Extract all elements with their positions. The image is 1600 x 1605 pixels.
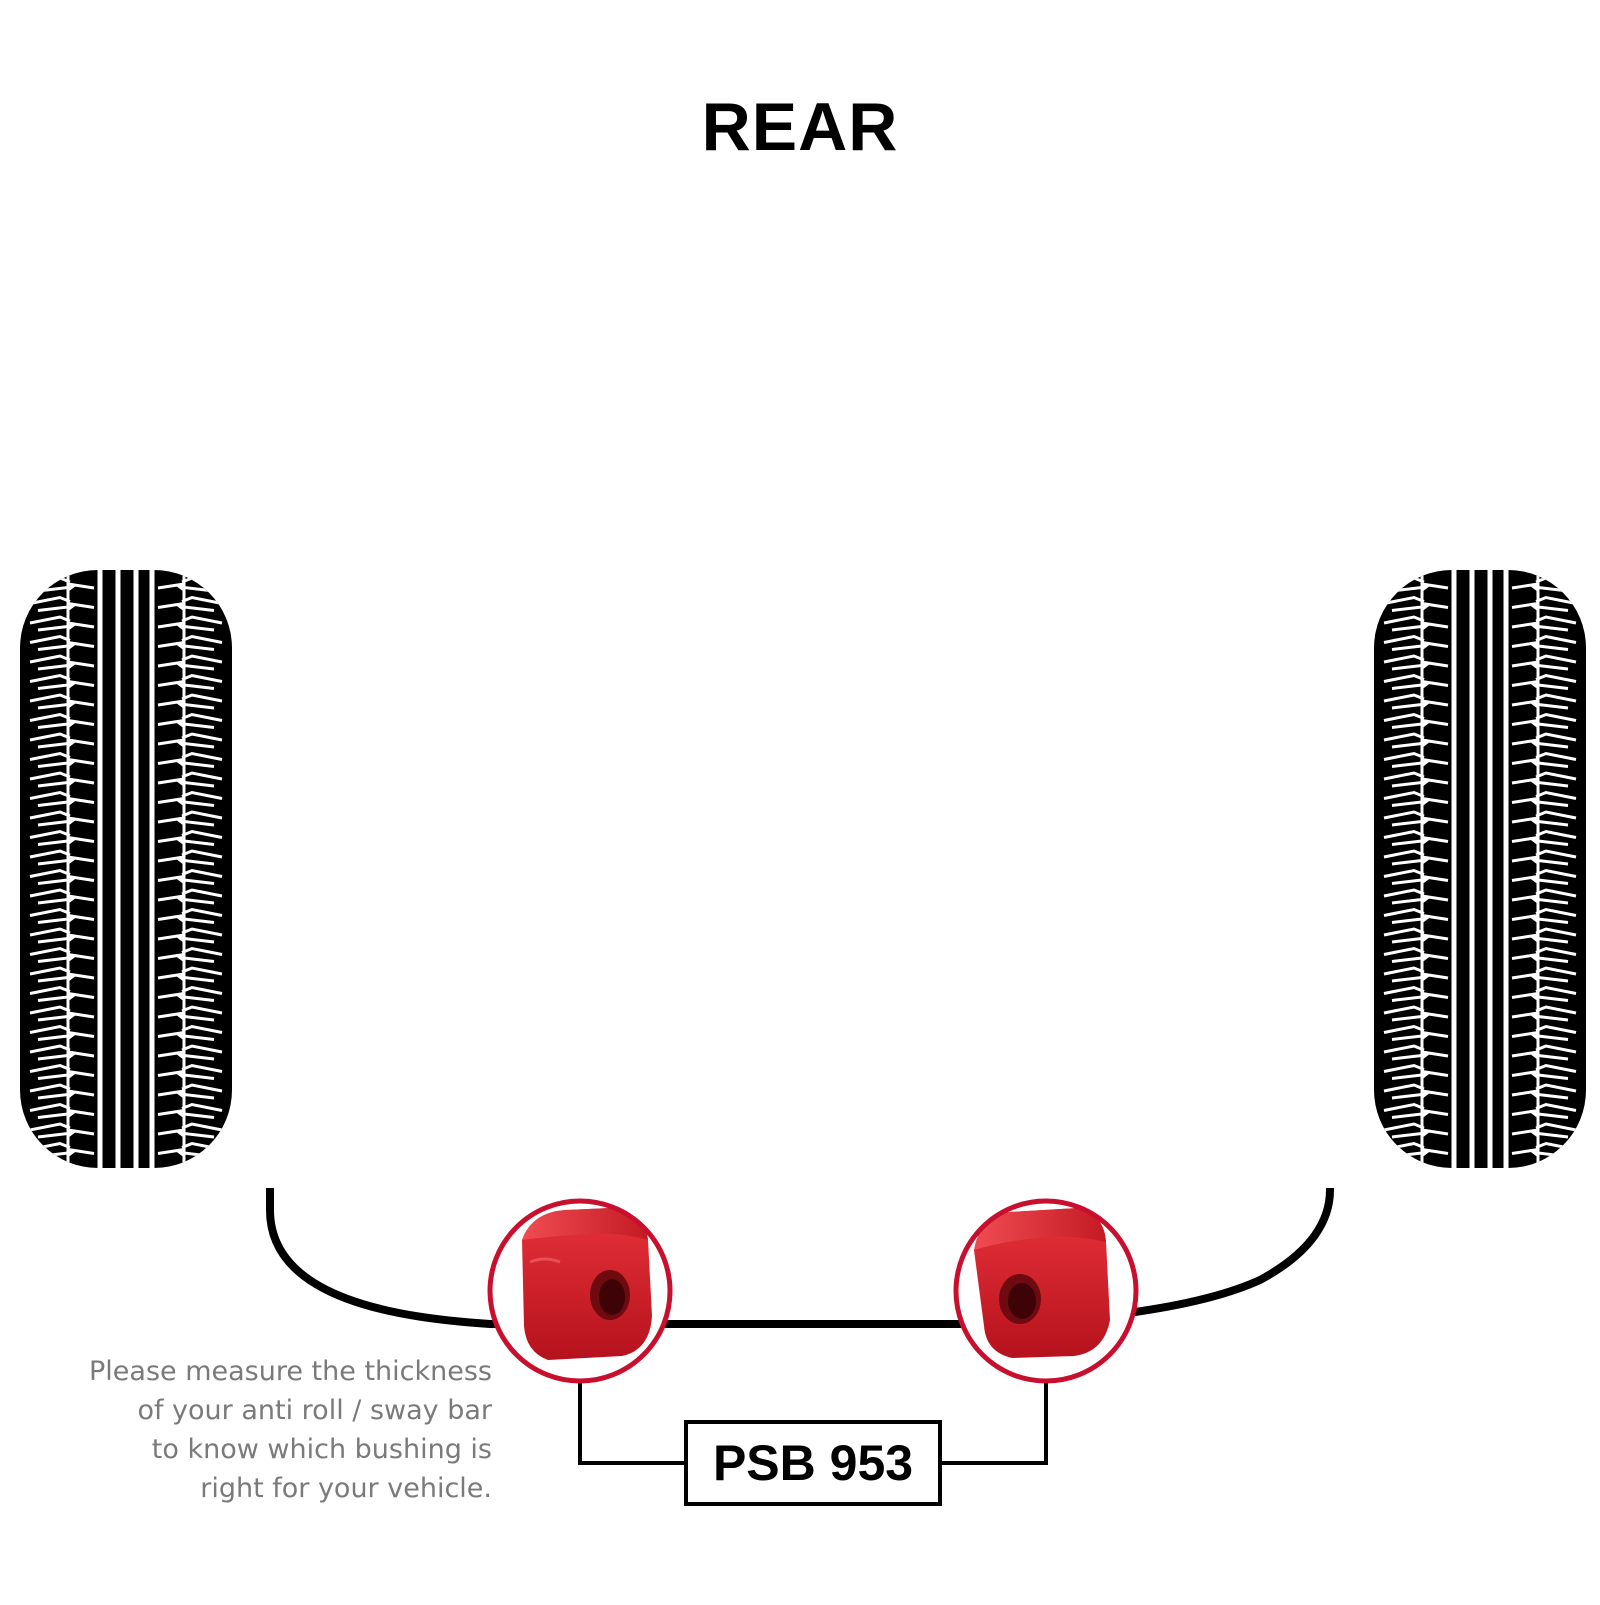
bushing-right <box>953 1198 1139 1384</box>
note-line: right for your vehicle. <box>200 1473 492 1504</box>
note-line: Please measure the thickness <box>89 1356 492 1387</box>
note-line: of your anti roll / sway bar <box>137 1395 492 1426</box>
left-wheel-tyre-icon <box>20 570 232 1168</box>
note-line: to know which bushing is <box>151 1434 492 1465</box>
page-title: REAR <box>701 89 899 165</box>
part-number-box <box>684 1420 942 1506</box>
anti-roll-bar <box>266 1188 1334 1328</box>
right-wheel-tyre-icon <box>1374 570 1586 1168</box>
bushing-left <box>487 1198 673 1384</box>
leader-line-right <box>940 1381 1048 1465</box>
part-number-label: PSB 953 <box>712 1435 914 1491</box>
measure-note: Please measure the thickness of your ant… <box>60 1352 492 1508</box>
leader-line-left <box>578 1381 686 1465</box>
